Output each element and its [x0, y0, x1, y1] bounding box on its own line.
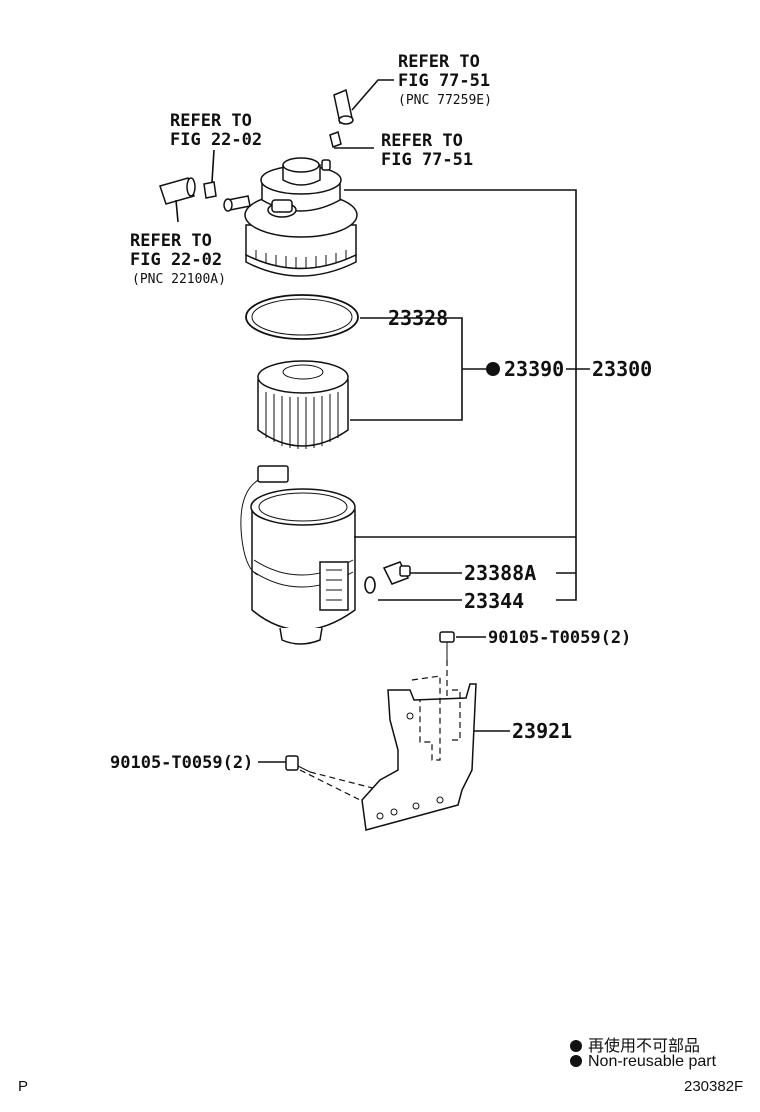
leader-lines — [175, 79, 590, 763]
part-23388a: 23388A — [464, 561, 536, 585]
footer-code: 230382F — [684, 1078, 744, 1095]
part-23390: 23390 — [504, 357, 564, 381]
refer-lower-left-pnc: (PNC 22100A) — [132, 272, 226, 287]
sensor-plug — [382, 561, 411, 585]
part-23344: 23344 — [464, 589, 524, 613]
refer-top-right-line2: FIG 77-51 — [398, 71, 490, 91]
refer-mid-right-line1: REFER TO — [381, 131, 463, 151]
refer-top-right-line1: REFER TO — [398, 52, 480, 72]
part-23328: 23328 — [388, 306, 448, 330]
refer-top-left-line1: REFER TO — [170, 111, 252, 131]
refer-top-left-line2: FIG 22-02 — [170, 130, 262, 150]
refer-mid-right-line2: FIG 77-51 — [381, 150, 473, 170]
part-bolt-left: 90105-T0059(2) — [110, 753, 253, 773]
o-ring — [364, 576, 376, 594]
hose-top-right — [329, 88, 354, 148]
gasket-ring — [245, 294, 359, 340]
bullet-dot-icon — [570, 1040, 582, 1052]
part-23921: 23921 — [512, 719, 572, 743]
filter-bowl — [240, 465, 356, 645]
legend-jp: 再使用不可部品 — [570, 1032, 700, 1056]
legend-en-text: Non-reusable part — [588, 1053, 717, 1070]
legend-en: Non-reusable part — [570, 1053, 716, 1071]
non-reusable-dot-icon — [486, 362, 500, 376]
hose-left — [159, 177, 217, 205]
bolt-left — [285, 755, 401, 801]
filter-head — [223, 157, 358, 277]
refer-lower-left-line2: FIG 22-02 — [130, 250, 222, 270]
filter-element — [257, 360, 349, 449]
refer-lower-left-line1: REFER TO — [130, 231, 212, 251]
footer-left: P — [18, 1078, 29, 1095]
legend-jp-text: 再使用不可部品 — [588, 1038, 701, 1055]
part-bolt-top: 90105-T0059(2) — [488, 628, 631, 648]
bullet-dot-icon — [570, 1055, 582, 1067]
bracket — [361, 675, 477, 831]
refer-top-right-pnc: (PNC 77259E) — [398, 93, 492, 108]
part-23300: 23300 — [592, 357, 652, 381]
